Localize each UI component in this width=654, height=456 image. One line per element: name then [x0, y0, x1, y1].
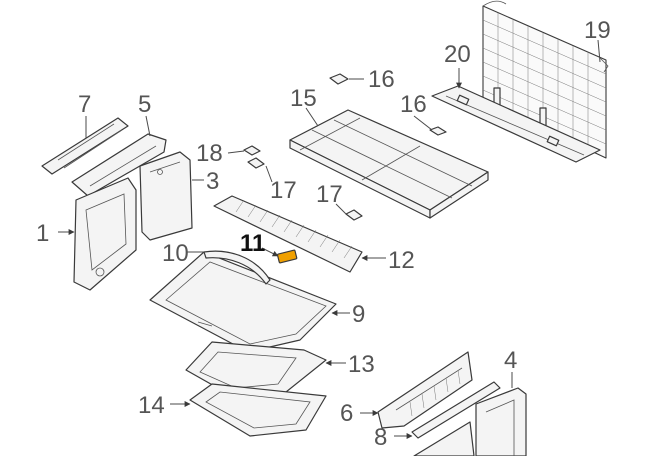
part-3-cover-panel[interactable]	[139, 151, 193, 241]
leader-11	[261, 247, 279, 257]
part-10-handle[interactable]	[203, 250, 271, 285]
label-3: 3	[206, 168, 219, 195]
label-18: 18	[196, 140, 223, 167]
label-6: 6	[340, 400, 353, 427]
leader-17b	[335, 203, 347, 215]
leader-18	[227, 150, 245, 154]
label-7: 7	[78, 91, 91, 118]
leader-5	[145, 115, 151, 137]
part-6-side-trim[interactable]	[377, 351, 473, 429]
part-11-highlighted-clip[interactable]	[276, 249, 298, 264]
label-16b: 16	[400, 91, 427, 118]
label-16a: 16	[368, 66, 395, 93]
part-16-clip-top[interactable]	[329, 73, 349, 85]
label-4: 4	[504, 347, 517, 374]
part-16-clip-right[interactable]	[429, 126, 447, 136]
part-17-clip-right[interactable]	[345, 209, 363, 221]
label-10: 10	[162, 240, 189, 267]
label-20: 20	[444, 41, 471, 68]
leader-16b	[413, 115, 433, 131]
label-12: 12	[388, 247, 415, 274]
label-19: 19	[584, 17, 611, 44]
leader-19	[597, 39, 601, 63]
part-18-clip[interactable]	[243, 145, 261, 156]
label-8: 8	[374, 424, 387, 451]
part-7-trim-strip[interactable]	[41, 117, 129, 175]
leader-15	[305, 107, 319, 127]
label-5: 5	[138, 91, 151, 118]
label-11: 11	[240, 230, 265, 257]
part-20-rail[interactable]	[431, 85, 601, 163]
leader-17a	[265, 165, 273, 183]
part-1-side-panel[interactable]	[73, 177, 137, 291]
label-17a: 17	[270, 177, 297, 204]
label-17b: 17	[316, 181, 343, 208]
label-1: 1	[36, 220, 49, 247]
part-19-cargo-net[interactable]	[482, 0, 609, 159]
part-8-strip[interactable]	[411, 381, 501, 439]
part-5-bracket[interactable]	[71, 133, 167, 197]
label-13: 13	[348, 351, 375, 378]
part-4-right-panel[interactable]	[413, 387, 527, 456]
part-15-load-floor[interactable]	[289, 109, 489, 219]
part-9-floor-cover[interactable]	[149, 251, 337, 353]
part-12-sill-trim[interactable]	[213, 195, 363, 273]
part-14-lower-tray[interactable]	[189, 383, 327, 437]
part-17-clip-left[interactable]	[247, 157, 265, 169]
label-9: 9	[352, 301, 365, 328]
label-15: 15	[290, 85, 317, 112]
label-14: 14	[138, 392, 165, 419]
